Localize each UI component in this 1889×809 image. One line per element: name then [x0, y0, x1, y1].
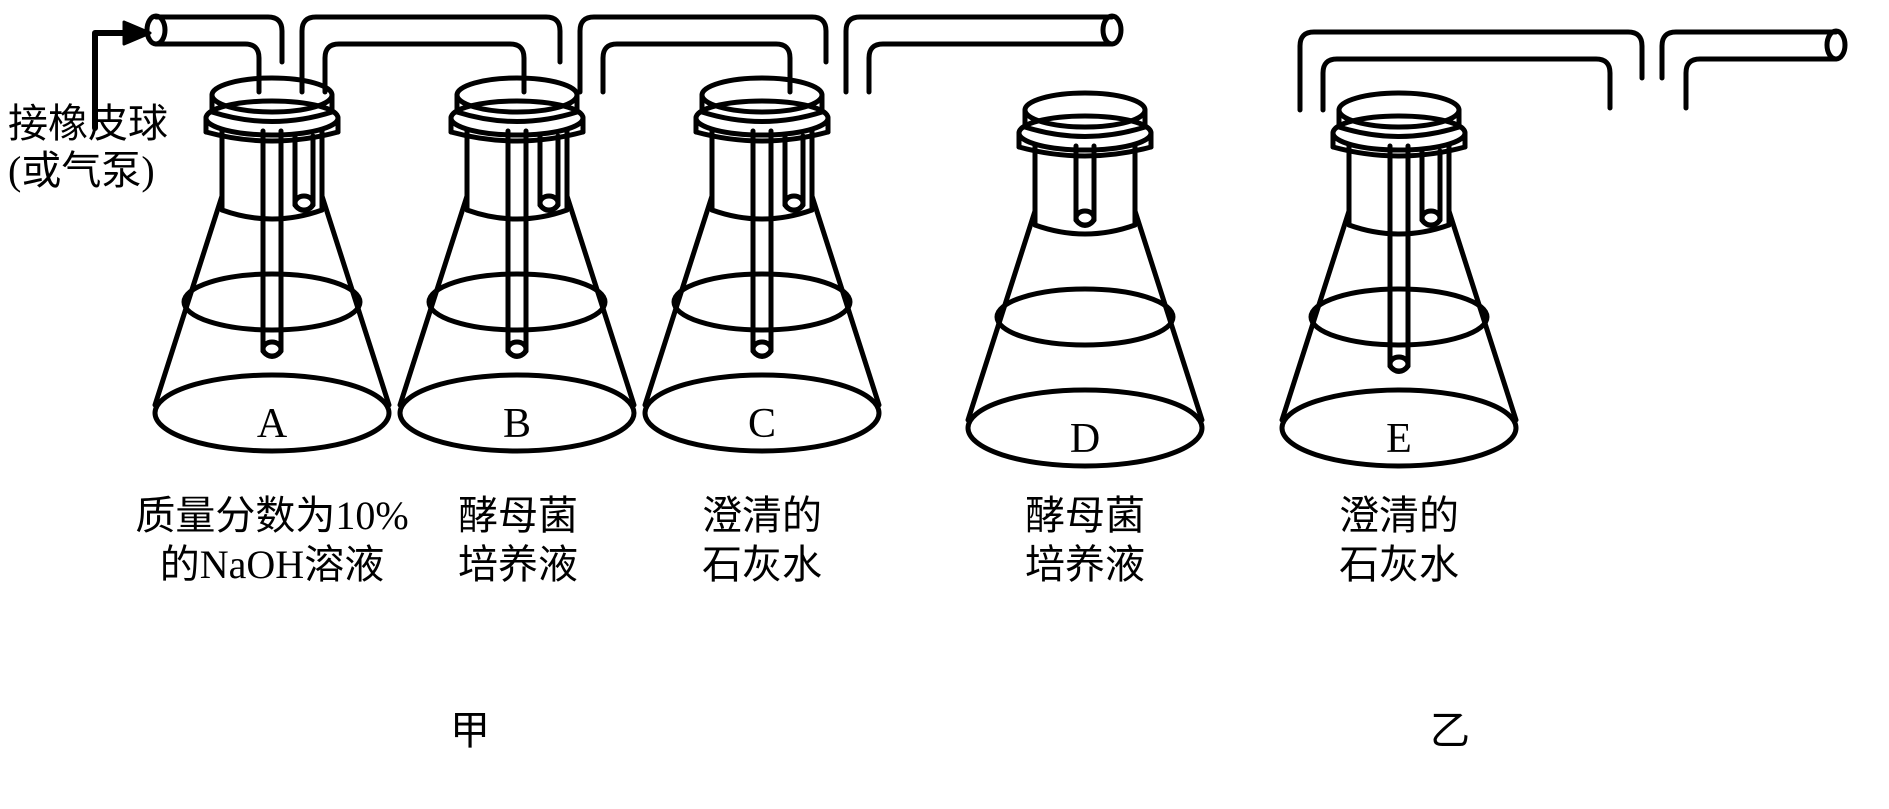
inlet-source-label: 接橡皮球 (或气泵): [8, 101, 168, 194]
group-label-jia: 甲: [450, 708, 490, 753]
flask-letter-E: E: [1386, 416, 1412, 462]
flask-caption-B: 酵母菌 培养液: [458, 493, 578, 587]
flask-caption-C: 澄清的 石灰水: [702, 493, 822, 587]
flask-letter-A: A: [257, 401, 288, 447]
flask-caption-E: 澄清的 石灰水: [1339, 493, 1459, 587]
group-label-yi: 乙: [1430, 708, 1470, 753]
flask-C: [642, 75, 882, 454]
flask-letter-D: D: [1070, 416, 1100, 462]
inlet-tube: [144, 13, 285, 95]
flask-D: [965, 90, 1205, 469]
flask-caption-D: 酵母菌 培养液: [1025, 493, 1145, 587]
tube-d-to-e: [1297, 29, 1645, 113]
flask-letter-C: C: [748, 401, 776, 447]
inlet-arrow-icon: [92, 20, 152, 131]
flask-letter-B: B: [503, 401, 531, 447]
outlet-tube-e: [1659, 28, 1848, 111]
outlet-tube-c: [843, 13, 1124, 95]
flask-B: [397, 75, 637, 454]
tube-b-to-c: [577, 14, 829, 95]
tube-a-to-b: [299, 14, 563, 95]
flask-caption-A: 质量分数为10% 的NaOH溶液: [135, 493, 409, 587]
flask-E: [1279, 90, 1519, 469]
flask-A: [152, 75, 392, 454]
